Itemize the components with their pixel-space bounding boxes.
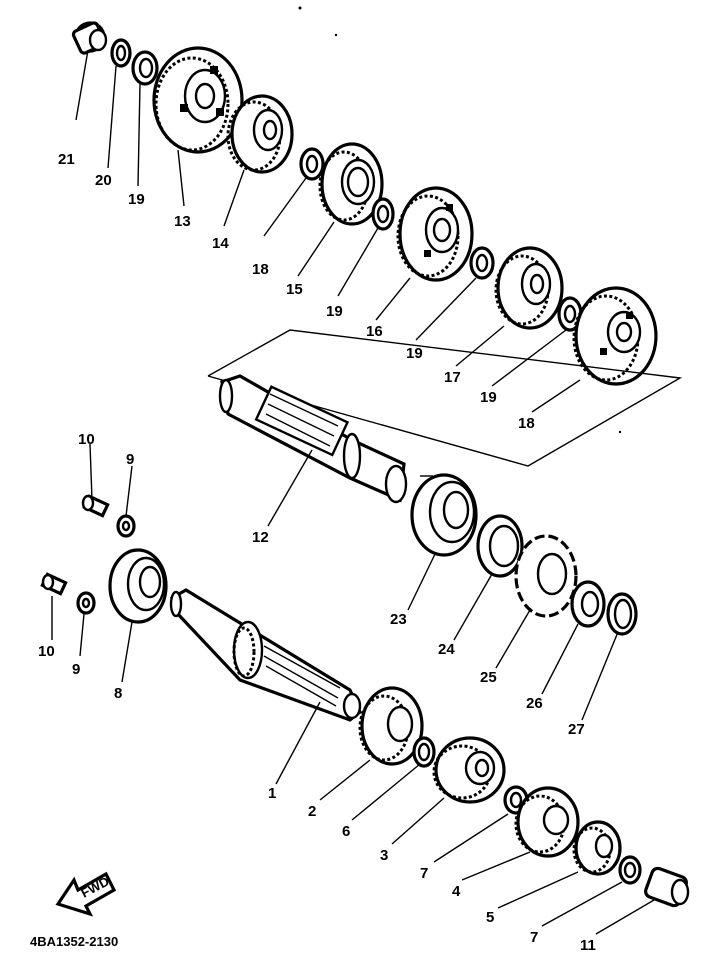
- callout-15: 15: [286, 281, 303, 298]
- part-14-gear: [226, 94, 294, 174]
- part-26-lock-washer: [570, 580, 606, 628]
- drawing-code: 4BA1352-2130: [30, 934, 118, 949]
- callout-13: 13: [174, 213, 191, 230]
- fwd-arrow-icon: FWD: [55, 871, 117, 917]
- callout-10-upper: 10: [78, 431, 95, 448]
- part-19-circlip-b: [371, 197, 395, 231]
- part-20-washer: [131, 50, 159, 86]
- leader-lines: [51, 49, 655, 935]
- part-5-gear: [572, 820, 622, 876]
- part-22-needle-bearing: [71, 21, 108, 55]
- callout-26: 26: [526, 695, 543, 712]
- part-10-screw-upper: [81, 494, 110, 518]
- part-4-gear: [514, 786, 580, 858]
- callout-7-upper: 7: [420, 865, 428, 882]
- part-8-bearing: [108, 548, 168, 624]
- callout-7-lower: 7: [530, 929, 538, 946]
- callout-23: 23: [390, 611, 407, 628]
- part-6-circlip: [412, 736, 436, 768]
- callout-11: 11: [580, 937, 596, 954]
- callout-9-lower: 9: [72, 661, 80, 678]
- callout-19-b: 19: [326, 303, 343, 320]
- part-11-needle-bearing: [644, 866, 690, 908]
- part-10-screw-lower: [40, 572, 68, 596]
- callout-8: 8: [114, 685, 122, 702]
- callout-12: 12: [252, 529, 269, 546]
- part-19-circlip-a: [299, 147, 325, 181]
- callout-3: 3: [380, 847, 388, 864]
- part-23-bearing: [410, 473, 478, 557]
- part-1-main-axle: [169, 588, 362, 722]
- part-15-gear: [318, 142, 384, 226]
- part-21-circlip: [110, 38, 132, 68]
- part-9-washer-upper: [116, 514, 136, 538]
- part-7-circlip-lower: [618, 855, 642, 885]
- callout-10-lower: 10: [38, 643, 55, 660]
- callouts: 21 20 19 13 14 18 15 19 16 19 17 19 18 1…: [38, 151, 596, 954]
- callout-22: 21: [58, 151, 75, 168]
- callout-19-d: 19: [480, 389, 497, 406]
- callout-14: 14: [212, 235, 229, 252]
- part-9-washer-lower: [76, 591, 96, 615]
- callout-17: 17: [444, 369, 461, 386]
- callout-25: 25: [480, 669, 497, 686]
- callout-18: 18: [518, 415, 535, 432]
- callout-9-upper: 9: [126, 451, 134, 468]
- part-25-drive-sprocket: [514, 534, 578, 618]
- callout-21: 20: [95, 172, 112, 189]
- part-16-gear: [396, 186, 474, 282]
- part-2-gear: [358, 686, 424, 766]
- part-13-gear: [152, 46, 244, 154]
- callout-27: 27: [568, 721, 585, 738]
- part-27-circlip: [606, 592, 638, 636]
- part-3-gear: [432, 736, 506, 804]
- part-12-drive-axle: [218, 374, 408, 504]
- part-24-oil-seal: [476, 514, 524, 578]
- callout-19-a: 18: [252, 261, 269, 278]
- callout-1: 1: [268, 785, 276, 802]
- callout-4: 4: [452, 883, 461, 900]
- callout-6: 6: [342, 823, 350, 840]
- callout-20: 19: [128, 191, 145, 208]
- part-18-gear: [572, 286, 658, 386]
- drive-axle-frame: [207, 329, 683, 467]
- callout-24: 24: [438, 641, 455, 658]
- part-17-gear: [494, 246, 564, 330]
- callout-2: 2: [308, 803, 316, 820]
- callout-5: 5: [486, 909, 494, 926]
- part-19-circlip-c: [469, 246, 495, 280]
- callout-16: 16: [366, 323, 383, 340]
- callout-19-c: 19: [406, 345, 423, 362]
